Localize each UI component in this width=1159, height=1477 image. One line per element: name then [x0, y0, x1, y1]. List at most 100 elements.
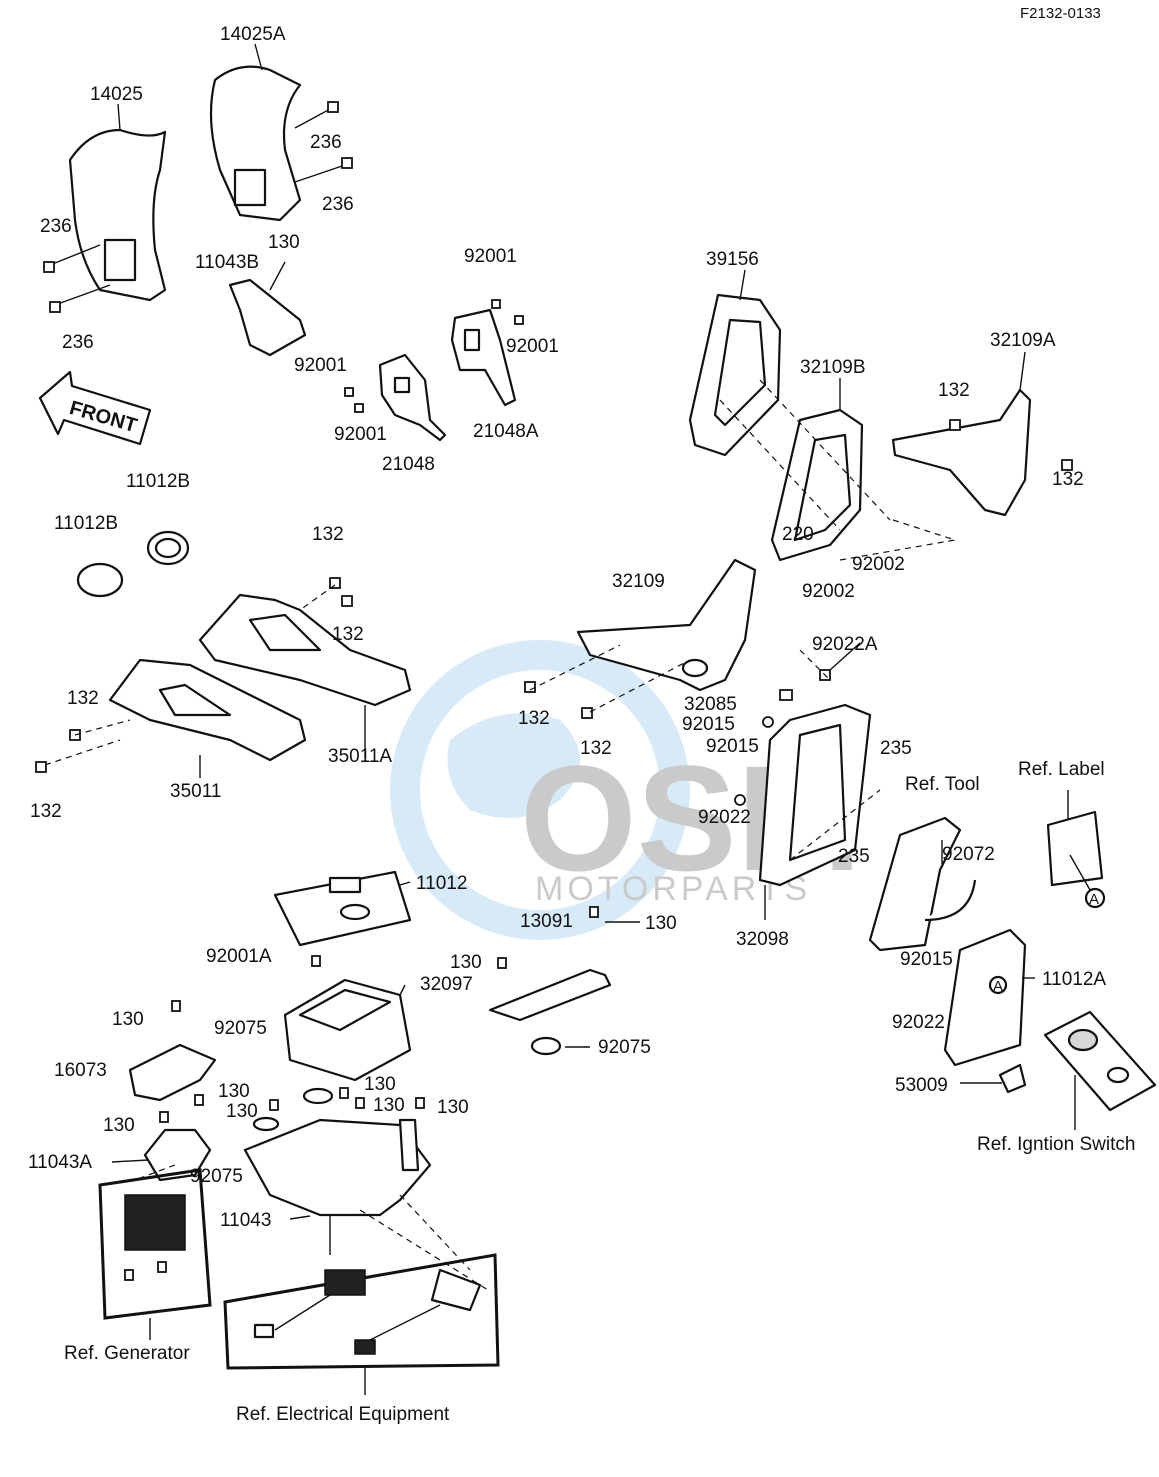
label-35011A: 35011A: [328, 746, 392, 767]
label-130-h: 130: [373, 1095, 405, 1116]
label-92001A: 92001A: [206, 946, 272, 967]
battery-case-32097: [283, 955, 412, 1105]
assembly-lines: [44, 379, 956, 1291]
label-92075-b: 92075: [598, 1037, 651, 1058]
label-132-d: 132: [332, 624, 364, 645]
label-13091: 13091: [520, 911, 573, 932]
bracket-16073: [128, 1000, 217, 1102]
label-11043B: 11043B: [195, 252, 259, 273]
frame-plate-39156: [688, 293, 782, 457]
diagram-code: F2132-0133: [1020, 5, 1101, 22]
label-130-a: 130: [268, 232, 300, 253]
label-130-f: 130: [364, 1074, 396, 1095]
bracket-32109A: [891, 388, 1073, 517]
label-132-h: 132: [30, 801, 62, 822]
label-236-c: 236: [40, 216, 72, 237]
label-16073: 16073: [54, 1060, 107, 1081]
label-39156: 39156: [706, 249, 759, 270]
generator-ref-box: [98, 1168, 212, 1340]
footrest-bracket-35011: [35, 658, 307, 773]
label-132-b: 132: [1052, 469, 1084, 490]
label-32097: 32097: [420, 974, 473, 995]
bolt-236-group: [43, 101, 353, 313]
label-92015-b: 92015: [706, 736, 759, 757]
label-ref-electrical-equipment: Ref. Electrical Equipment: [236, 1404, 450, 1425]
label-92022-b: 92022: [892, 1012, 945, 1033]
label-11043: 11043: [220, 1210, 271, 1231]
label-11012B-a: 11012B: [126, 471, 190, 492]
label-235-b: 235: [838, 846, 870, 867]
label-92015-a: 92015: [682, 714, 735, 735]
label-130-i: 130: [437, 1097, 469, 1118]
side-cover-14025: [68, 128, 167, 302]
label-236-b: 236: [322, 194, 354, 215]
label-132-e: 132: [67, 688, 99, 709]
leader-lines: [111, 43, 1035, 1220]
footrest-bracket-35011A: [198, 577, 412, 707]
watermark: OSM MOTORPARTS: [390, 640, 862, 940]
label-132-f: 132: [518, 708, 550, 729]
label-92022A: 92022A: [812, 634, 878, 655]
label-21048: 21048: [382, 454, 435, 475]
label-92022-a: 92022: [698, 807, 751, 828]
part-labels: 14025A 14025 236 236 236 236 11043B 130 …: [28, 24, 1135, 1425]
label-220: 220: [782, 524, 814, 545]
bolt-92001-group: [344, 299, 524, 413]
label-235-a: 235: [880, 738, 912, 759]
label-11012B-b: 11012B: [54, 513, 118, 534]
label-53009: 53009: [895, 1075, 948, 1096]
label-32109A: 32109A: [990, 330, 1056, 351]
label-32085: 32085: [684, 694, 737, 715]
bracket-21048A: [450, 308, 517, 407]
bracket-11043B: [228, 261, 307, 357]
label-130-c: 130: [450, 952, 482, 973]
label-132-c: 132: [312, 524, 344, 545]
label-11043A: 11043A: [28, 1152, 92, 1173]
label-ref-label: Ref. Label: [1018, 759, 1105, 780]
label-132-g: 132: [580, 738, 612, 759]
label-132-a: 132: [938, 380, 970, 401]
label-92002-b: 92002: [802, 581, 855, 602]
label-35011: 35011: [170, 781, 221, 802]
label-11012: 11012: [416, 873, 467, 894]
cover-11012: [273, 870, 412, 947]
label-130-d: 130: [112, 1009, 144, 1030]
label-92015-c: 92015: [900, 949, 953, 970]
cover-11012A: [943, 928, 1027, 1094]
electrical-ref-box: [223, 1253, 500, 1395]
label-236-a: 236: [310, 132, 342, 153]
bracket-32109: [524, 558, 757, 719]
label-92001-c: 92001: [294, 355, 347, 376]
label-92072: 92072: [942, 844, 995, 865]
side-cover-14025A: [209, 65, 302, 222]
label-92001-a: 92001: [464, 246, 517, 267]
cap-11012B: [76, 530, 190, 598]
label-32109: 32109: [612, 571, 665, 592]
label-92001-d: 92001: [334, 424, 387, 445]
label-11012A: 11012A: [1042, 969, 1106, 990]
label-130-g: 130: [226, 1101, 258, 1122]
ignition-switch-ref-box: [1043, 1010, 1157, 1130]
label-130-e: 130: [218, 1081, 250, 1102]
label-circle-a-2: A: [993, 978, 1003, 995]
label-92001-b: 92001: [506, 336, 559, 357]
bracket-11043A: [143, 1094, 212, 1182]
front-arrow-icon: FRONT: [38, 370, 152, 446]
label-32109B: 32109B: [800, 357, 866, 378]
tool-pouch-92072: [868, 816, 977, 952]
label-ref-ignition-switch: Ref. Igntion Switch: [977, 1134, 1135, 1155]
label-92075-a: 92075: [214, 1018, 267, 1039]
label-ref-tool: Ref. Tool: [905, 774, 980, 795]
tool-box-32098: [734, 669, 872, 887]
label-130-j: 130: [103, 1115, 135, 1136]
bracket-21048: [378, 353, 447, 442]
label-92002-a: 92002: [852, 554, 905, 575]
label-32098: 32098: [736, 929, 789, 950]
ref-label-card: [1046, 790, 1106, 909]
main-bracket-11043: [243, 1087, 432, 1255]
bracket-13091: [488, 906, 612, 1056]
label-14025: 14025: [90, 84, 143, 105]
label-ref-generator: Ref. Generator: [64, 1343, 190, 1364]
label-circle-a-1: A: [1089, 891, 1099, 908]
